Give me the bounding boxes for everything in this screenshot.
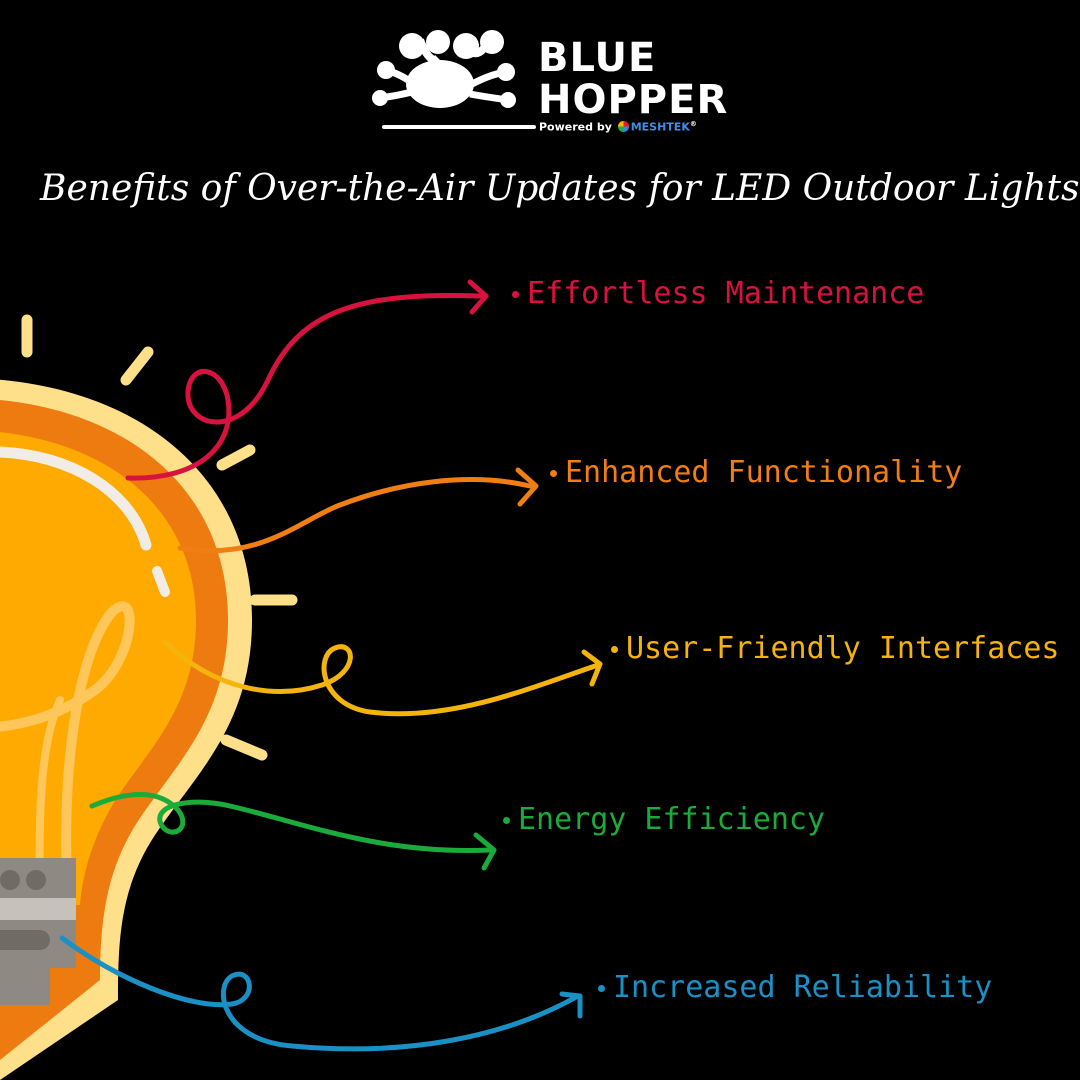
benefit-label: Increased Reliability (613, 970, 993, 1005)
arrow-head-icon (467, 279, 489, 315)
powered-by-label: Powered by (539, 120, 612, 134)
benefit-energy-efficiency: Energy Efficiency (503, 802, 825, 838)
bulb-highlight (0, 446, 152, 551)
light-rays (21, 314, 298, 761)
bulb-filament (0, 601, 135, 905)
arrow-head-icon (515, 467, 539, 507)
benefit-increased-reliability: Increased Reliability (598, 970, 992, 1006)
benefit-label: Enhanced Functionality (565, 455, 963, 490)
bullet-icon (503, 817, 510, 824)
bullet-icon (550, 470, 557, 477)
partner-name: MESHTEK (630, 120, 690, 134)
benefit-label: User-Friendly Interfaces (626, 631, 1060, 666)
curly-arrow (125, 293, 483, 481)
arrow-head-icon (581, 649, 603, 687)
benefit-label: Energy Efficiency (518, 802, 826, 837)
bullet-icon (512, 291, 519, 298)
lightbulb-icon (0, 314, 298, 1080)
registered-mark: ® (689, 120, 697, 128)
brand-name-line2: HOPPER (538, 77, 729, 123)
bulb-base (0, 858, 76, 1005)
arrow-head-icon (559, 991, 583, 1019)
benefit-label: Effortless Maintenance (527, 276, 925, 311)
bullet-icon (598, 985, 605, 992)
powered-by-credit: Powered by MESHTEK® (539, 120, 697, 134)
curly-arrow (162, 639, 601, 717)
hopper-logo-icon (372, 30, 516, 108)
benefit-enhanced-functionality: Enhanced Functionality (550, 455, 962, 491)
logo-underline (382, 125, 536, 129)
meshtek-globe-icon (617, 120, 629, 132)
brand-name-line1: BLUE (538, 35, 657, 81)
page-title: Benefits of Over-the-Air Updates for LED… (40, 168, 1080, 209)
curly-arrow (89, 792, 493, 853)
benefit-user-friendly-interfaces: User-Friendly Interfaces (611, 631, 1059, 667)
benefit-effortless-maintenance: Effortless Maintenance (512, 276, 924, 312)
curly-arrow (59, 935, 581, 1052)
arrow-head-icon (473, 832, 497, 871)
bullet-icon (611, 646, 618, 653)
arrows (59, 279, 603, 1052)
curly-arrow (177, 477, 533, 554)
